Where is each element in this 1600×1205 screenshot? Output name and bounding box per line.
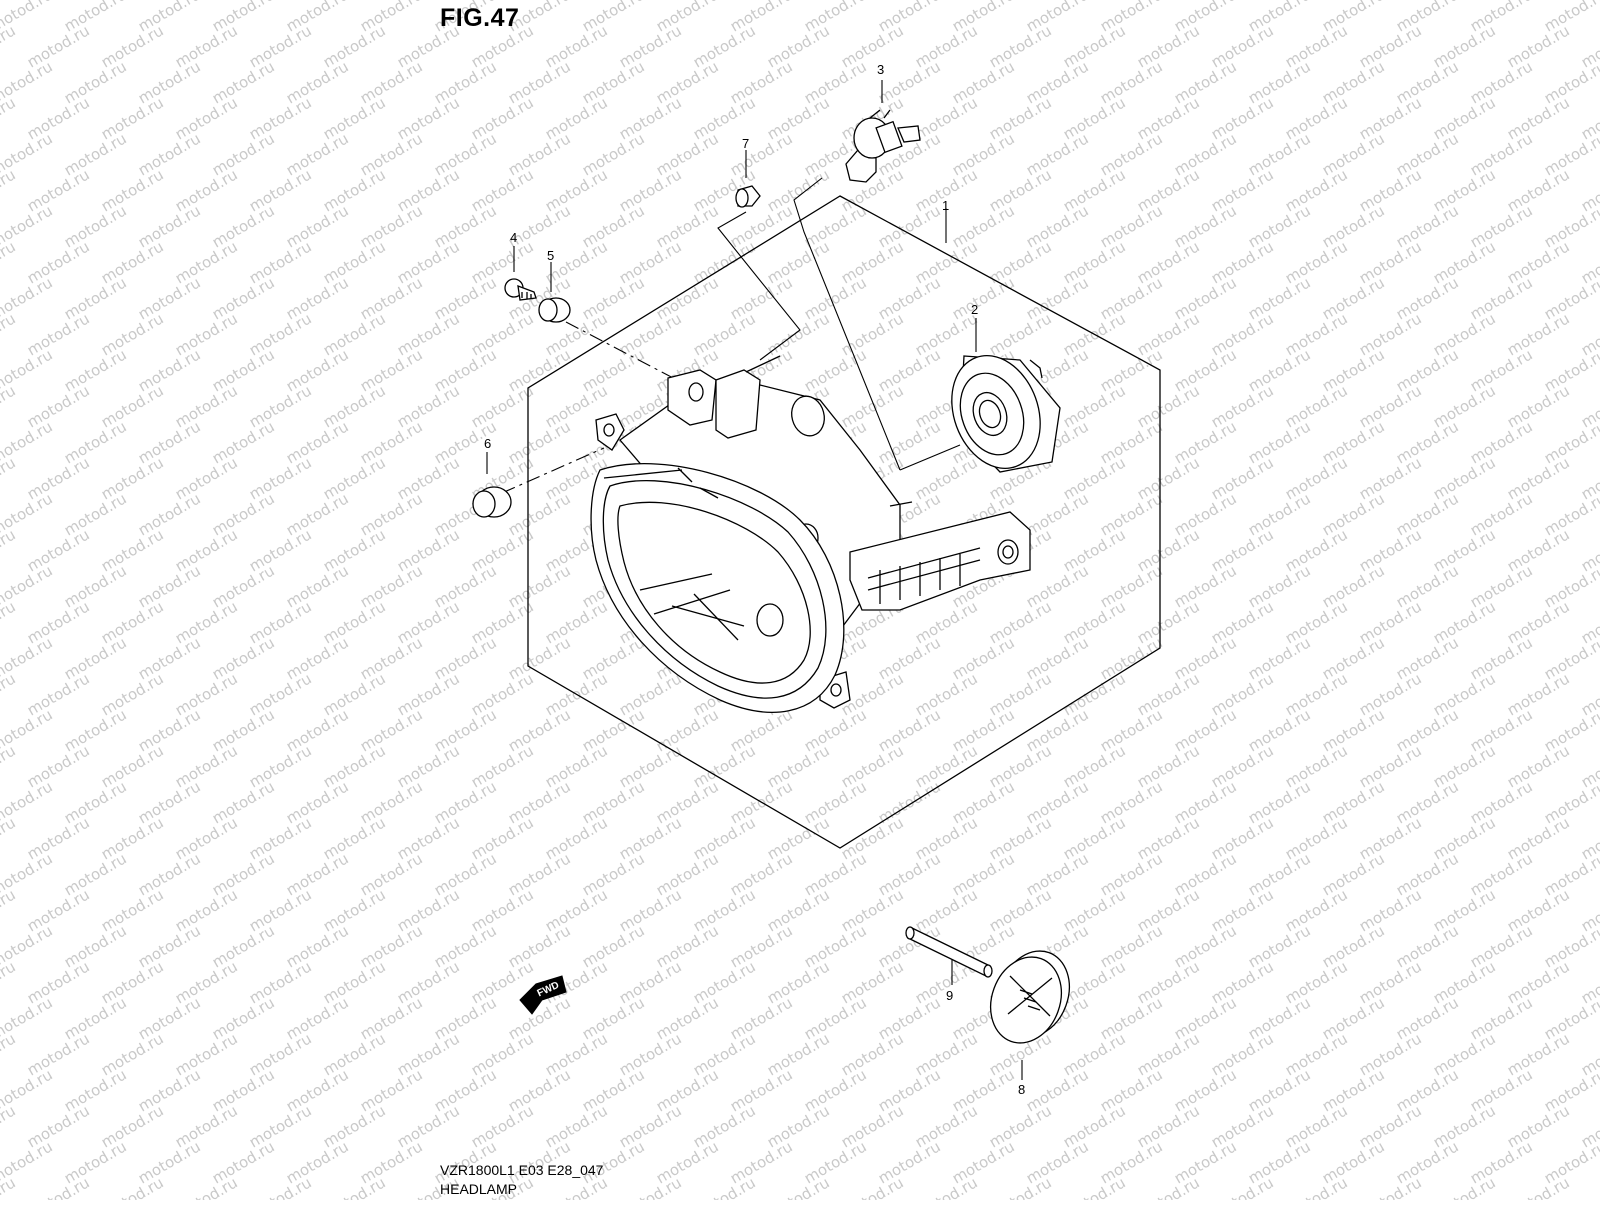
watermark-text: motod.ru: [1134, 1173, 1203, 1200]
watermark-text: motod.ru: [1430, 1173, 1499, 1200]
watermark-text: motod.ru: [616, 1173, 685, 1200]
callout-4: 4: [510, 230, 517, 245]
watermark-text: motod.ru: [986, 1173, 1055, 1200]
cap-icon[interactable]: [979, 941, 1081, 1053]
watermark-text: motod.ru: [0, 309, 19, 359]
watermark-text: motod.ru: [1541, 849, 1600, 899]
watermark-text: motod.ru: [98, 1173, 167, 1200]
watermark-text: motod.ru: [0, 1029, 19, 1079]
watermark-text: motod.ru: [764, 1173, 833, 1200]
callout-8: 8: [1018, 1082, 1025, 1097]
callout-7: 7: [742, 136, 749, 151]
screw-icon[interactable]: [504, 278, 537, 301]
grommet-small-icon[interactable]: [735, 185, 761, 208]
watermark-text: motod.ru: [1541, 273, 1600, 323]
watermark-text: motod.ru: [912, 1173, 981, 1200]
watermark-text: motod.ru: [1541, 345, 1600, 395]
watermark-text: motod.ru: [24, 1173, 93, 1200]
watermark-text: motod.ru: [0, 597, 19, 647]
watermark-text: motod.ru: [1541, 489, 1600, 539]
callout-2: 2: [971, 302, 978, 317]
watermark-text: motod.ru: [0, 453, 19, 503]
watermark-text: motod.ru: [0, 93, 19, 143]
watermark-text: motod.ru: [1541, 993, 1600, 1043]
callout-9: 9: [946, 988, 953, 1003]
watermark-text: motod.ru: [1578, 1173, 1600, 1200]
watermark-text: motod.ru: [0, 813, 19, 863]
watermark-text: motod.ru: [690, 1173, 759, 1200]
grommet-icon[interactable]: [538, 297, 571, 323]
watermark-text: motod.ru: [1541, 57, 1600, 107]
model-code: VZR1800L1 E03 E28_047: [440, 1162, 604, 1178]
watermark-text: motod.ru: [1541, 633, 1600, 683]
watermark-text: motod.ru: [1282, 1173, 1351, 1200]
figure-name: HEADLAMP: [440, 1181, 518, 1197]
watermark-text: motod.ru: [1541, 1065, 1600, 1115]
watermark-text: motod.ru: [0, 165, 19, 215]
watermark-text: motod.ru: [1541, 705, 1600, 755]
watermark-text: motod.ru: [0, 1173, 19, 1200]
watermark-text: motod.ru: [0, 741, 19, 791]
watermark-text: motod.ru: [1541, 417, 1600, 467]
watermark-text: motod.ru: [1541, 777, 1600, 827]
watermark-text: motod.ru: [1541, 201, 1600, 251]
watermark-text: motod.ru: [0, 525, 19, 575]
watermark-text: motod.ru: [0, 1101, 19, 1151]
watermark-text: motod.ru: [172, 1173, 241, 1200]
watermark-text: motod.ru: [246, 1173, 315, 1200]
callout-6: 6: [484, 436, 491, 451]
watermark-text: motod.ru: [1208, 1173, 1277, 1200]
callout-5: 5: [547, 248, 554, 263]
watermark-text: motod.ru: [1541, 1137, 1600, 1187]
watermark-text: motod.ru: [1060, 1173, 1129, 1200]
watermark-text: motod.ru: [1356, 1173, 1425, 1200]
watermark-text: motod.ru: [1541, 129, 1600, 179]
watermark-text: motod.ru: [838, 1173, 907, 1200]
watermark-text: motod.ru: [0, 381, 19, 431]
watermark-text: motod.ru: [1504, 1173, 1573, 1200]
watermark-text: motod.ru: [320, 1173, 389, 1200]
callout-3: 3: [877, 62, 884, 77]
figure-title: FIG.47: [440, 4, 520, 32]
watermark-text: motod.ru: [1541, 921, 1600, 971]
watermark-text: motod.ru: [0, 21, 19, 71]
watermark-text: motod.ru: [0, 237, 19, 287]
watermark-text: motod.ru: [0, 885, 19, 935]
callout-1: 1: [942, 198, 949, 213]
watermark-text: motod.ru: [1541, 561, 1600, 611]
watermark-text: motod.ru: [0, 669, 19, 719]
watermark-text: motod.ru: [0, 957, 19, 1007]
